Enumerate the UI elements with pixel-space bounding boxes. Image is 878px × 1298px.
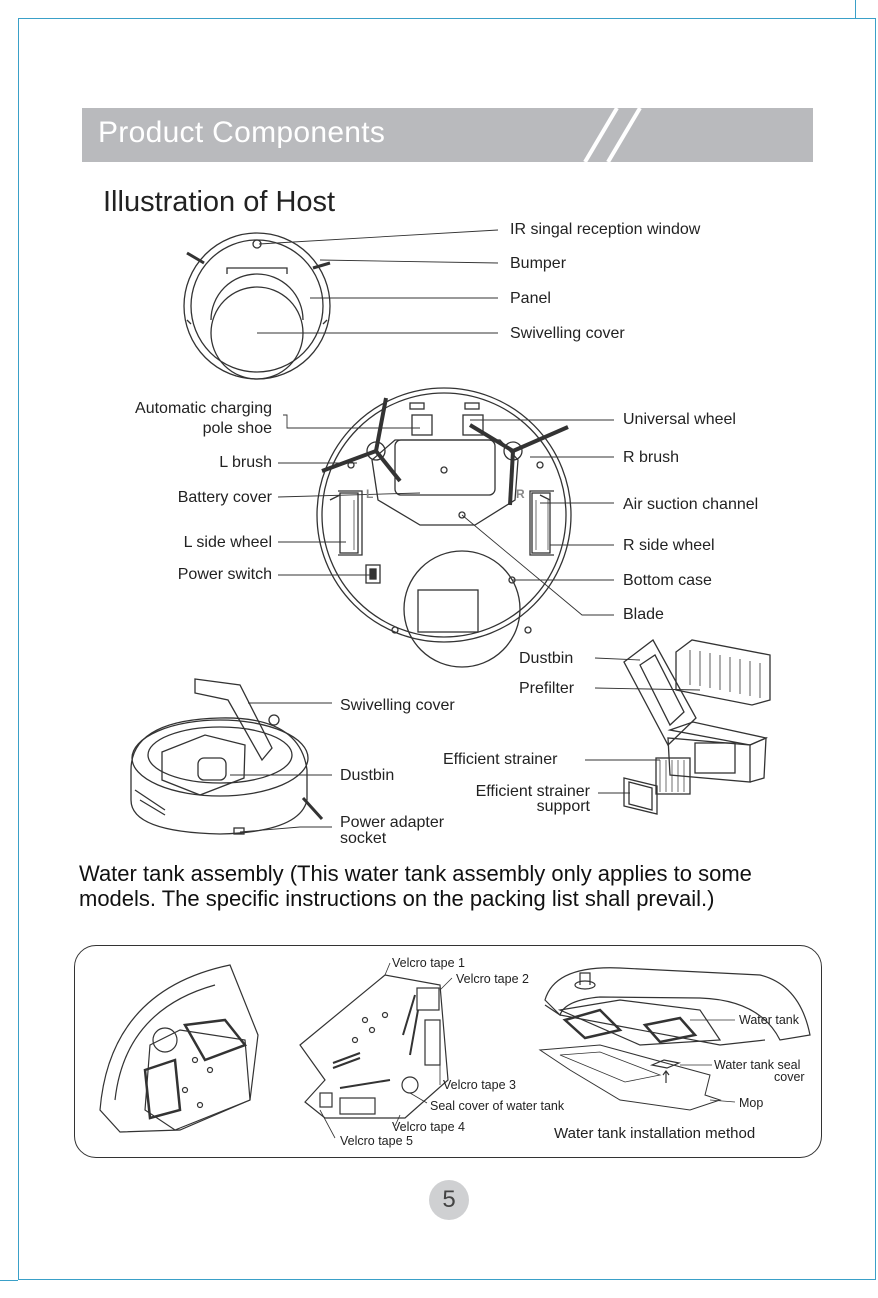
label-velcro-3: Velcro tape 3 — [443, 1078, 516, 1092]
label-l-side-wheel: L side wheel — [183, 534, 272, 551]
robot-bottom-view — [316, 387, 572, 668]
label-efficient-strainer: Efficient strainer — [443, 751, 558, 768]
water-tank-installation — [538, 967, 811, 1111]
water-tank-leaders — [319, 962, 736, 1139]
label-auto-charging-2: pole shoe — [202, 420, 272, 437]
label-swivelling-cover: Swivelling cover — [510, 325, 625, 342]
page-number: 5 — [429, 1180, 469, 1220]
mark-l: L — [366, 487, 374, 501]
leader-lines — [230, 229, 701, 833]
label-bottom-case: Bottom case — [623, 572, 712, 589]
label-power-switch: Power switch — [177, 566, 272, 583]
label-prefilter: Prefilter — [519, 680, 575, 697]
label-r-brush: R brush — [623, 449, 680, 466]
label-blade: Blade — [623, 606, 664, 623]
label-seal-cover: Seal cover of water tank — [430, 1099, 565, 1113]
robot-top-view — [183, 232, 331, 380]
label-velcro-2: Velcro tape 2 — [456, 972, 529, 986]
banner-title: Product Components — [98, 116, 386, 149]
label-velcro-5: Velcro tape 5 — [340, 1134, 413, 1148]
label-seal-cover-right: Water tank seal — [714, 1058, 801, 1072]
label-l-brush: L brush — [219, 454, 272, 471]
label-battery-cover: Battery cover — [177, 489, 272, 506]
water-tank-perspective — [99, 964, 259, 1133]
label-r-side-wheel: R side wheel — [623, 537, 715, 554]
label-strainer-support-2: support — [536, 798, 590, 815]
label-strainer-support: Efficient strainer — [475, 783, 590, 800]
label-velcro-4: Velcro tape 4 — [392, 1120, 465, 1134]
label-mop: Mop — [739, 1096, 764, 1110]
label-water-tank: Water tank — [739, 1013, 799, 1027]
page-corner-mark — [855, 0, 856, 18]
dustbin-exploded-view — [623, 639, 771, 815]
label-auto-charging: Automatic charging — [135, 400, 272, 417]
water-tank-drawings — [99, 964, 811, 1133]
label-side-dustbin: Dustbin — [340, 767, 395, 784]
label-side-swivelling-cover: Swivelling cover — [340, 697, 455, 714]
label-power-adapter: Power adapter — [340, 814, 445, 831]
label-power-adapter-2: socket — [340, 830, 387, 847]
page-frame — [18, 18, 876, 1280]
label-panel: Panel — [510, 290, 551, 307]
page-corner-mark — [0, 1280, 18, 1281]
water-tank-paragraph: Water tank assembly (This water tank ass… — [79, 861, 752, 911]
label-ir-window: IR singal reception window — [510, 221, 701, 238]
label-install-method: Water tank installation method — [554, 1125, 756, 1142]
section-title: Illustration of Host — [103, 186, 336, 218]
mark-r: R — [516, 487, 525, 501]
water-tank-panel — [74, 945, 822, 1158]
section-banner — [82, 108, 813, 162]
label-seal-cover-right-2: cover — [774, 1070, 805, 1084]
label-universal-wheel: Universal wheel — [623, 411, 736, 428]
robot-side-view — [130, 678, 324, 835]
water-tank-top — [299, 974, 449, 1119]
label-bumper: Bumper — [510, 255, 567, 272]
label-dustbin: Dustbin — [519, 650, 574, 667]
label-velcro-1: Velcro tape 1 — [392, 956, 465, 970]
label-air-suction: Air suction channel — [623, 496, 759, 513]
